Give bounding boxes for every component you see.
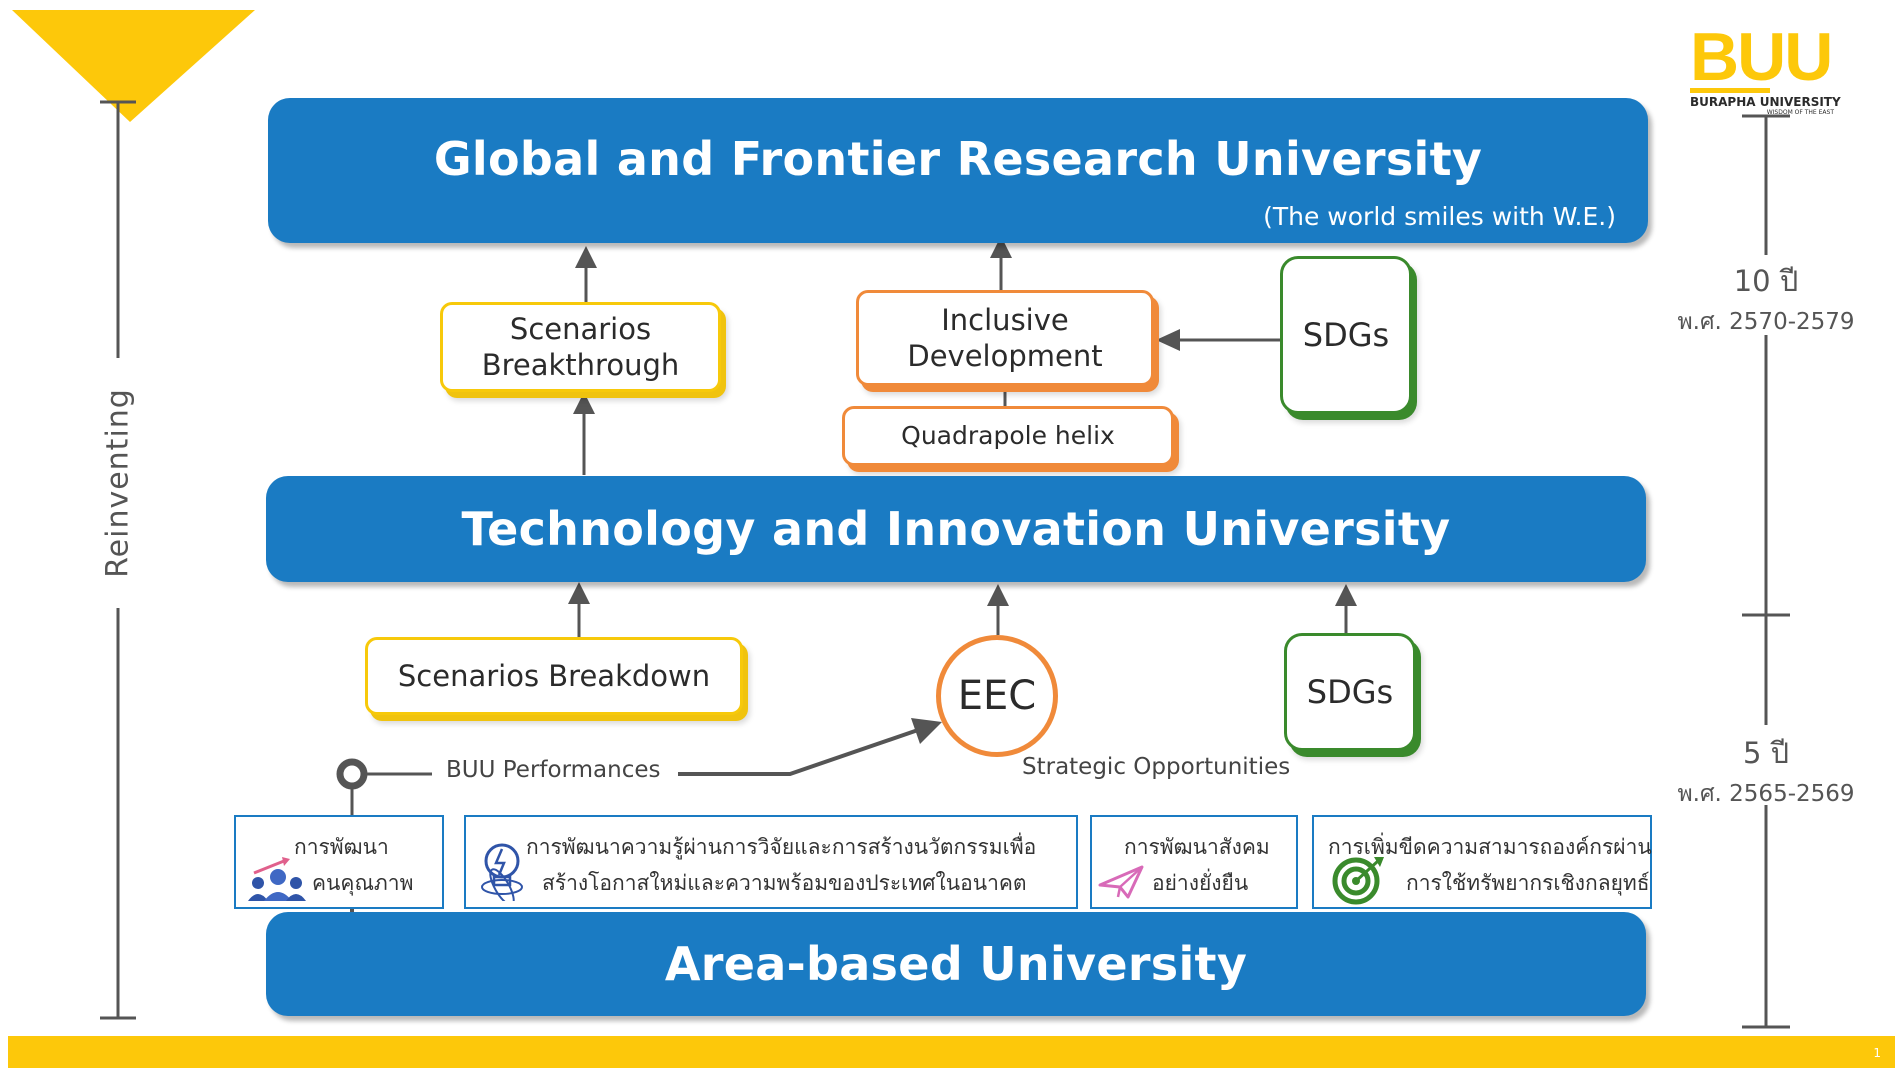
arrowhead <box>568 582 590 604</box>
pillar-people-development: การพัฒนา คนคุณภาพ <box>234 815 444 909</box>
box-inclusive-development: Inclusive Development <box>856 290 1154 386</box>
box-scenarios-breakdown: Scenarios Breakdown <box>365 637 743 715</box>
pillar-2-line2: สร้างโอกาสใหม่และความพร้อมของประเทศในอนา… <box>542 871 1027 895</box>
pillar-3-line2: อย่างยั่งยืน <box>1152 871 1249 895</box>
tier-technology-title: Technology and Innovation University <box>461 502 1451 556</box>
buu-performances-node <box>336 758 368 790</box>
pillar-3-line1: การพัฒนาสังคม <box>1124 835 1270 859</box>
circle-eec: EEC <box>936 635 1058 757</box>
pillar-1-line2: คนคุณภาพ <box>312 871 414 895</box>
upper-period-years: 10 ปี <box>1733 264 1799 298</box>
arrowhead <box>573 392 595 414</box>
lower-period-years: 5 ปี <box>1742 736 1790 770</box>
upper-period-range: พ.ศ. 2570-2579 <box>1677 309 1855 335</box>
tier-global-title: Global and Frontier Research University <box>433 131 1483 186</box>
pillar-organization-capacity: การเพิ่มขีดความสามารถองค์กรผ่าน การใช้ทร… <box>1312 815 1652 909</box>
tier-technology: Technology and Innovation University <box>266 476 1646 582</box>
label-strategic-opportunities: Strategic Opportunities <box>1022 754 1291 780</box>
tier-area-based: Area-based University <box>266 912 1646 1016</box>
arrowhead <box>575 246 597 268</box>
arrowhead <box>987 584 1009 606</box>
box-quadrapole-helix: Quadrapole helix <box>842 406 1174 466</box>
arrowhead <box>911 718 942 744</box>
tier-area-based-title: Area-based University <box>664 937 1248 991</box>
upper-period: 10 ปี พ.ศ. 2570-2579 <box>1656 258 1876 340</box>
pillar-sustainable-society: การพัฒนาสังคม อย่างยั่งยืน <box>1090 815 1298 909</box>
box-sdgs-lower: SDGs <box>1284 633 1416 751</box>
pillar-research-innovation: การพัฒนาความรู้ผ่านการวิจัยและการสร้างนว… <box>464 815 1078 909</box>
logo-name: BURAPHA UNIVERSITY <box>1690 95 1841 109</box>
target-icon <box>1332 857 1384 905</box>
buu-logo: BUU BURAPHA UNIVERSITY WISDOM OF THE EAS… <box>1690 19 1841 116</box>
arrowhead <box>1156 329 1180 351</box>
left-axis-label: Reinventing <box>100 388 136 578</box>
arrowhead <box>1335 584 1357 606</box>
arrowhead <box>990 236 1012 258</box>
logo-text: BUU <box>1690 19 1833 95</box>
pillar-1-line1: การพัฒนา <box>294 835 389 859</box>
logo-underline <box>1690 88 1770 93</box>
yellow-triangle-decoration <box>12 10 255 122</box>
lightbulb-icon <box>481 843 523 901</box>
label-buu-performances: BUU Performances <box>446 757 661 783</box>
tier-global: Global and Frontier Research University … <box>268 98 1648 243</box>
tier-global-subtitle: (The world smiles with W.E.) <box>1263 202 1616 231</box>
box-scenarios-breakthrough: Scenarios Breakthrough <box>440 302 721 392</box>
pillar-4-line2: การใช้ทรัพยากรเชิงกลยุทธ์ <box>1406 871 1650 895</box>
buu-performances-line-right <box>678 728 919 776</box>
lower-period: 5 ปี พ.ศ. 2565-2569 <box>1656 730 1876 812</box>
pillar-2-line1: การพัฒนาความรู้ผ่านการวิจัยและการสร้างนว… <box>526 835 1037 859</box>
box-sdgs-upper: SDGs <box>1280 256 1412 414</box>
team-growth-icon <box>248 857 306 901</box>
paper-plane-icon <box>1098 865 1144 899</box>
page-number: 1 <box>1873 1046 1881 1060</box>
lower-period-range: พ.ศ. 2565-2569 <box>1677 781 1855 807</box>
pillar-4-line1: การเพิ่มขีดความสามารถองค์กรผ่าน <box>1328 835 1652 859</box>
logo-tagline: WISDOM OF THE EAST <box>1766 109 1834 116</box>
bottom-yellow-bar <box>8 1036 1895 1068</box>
